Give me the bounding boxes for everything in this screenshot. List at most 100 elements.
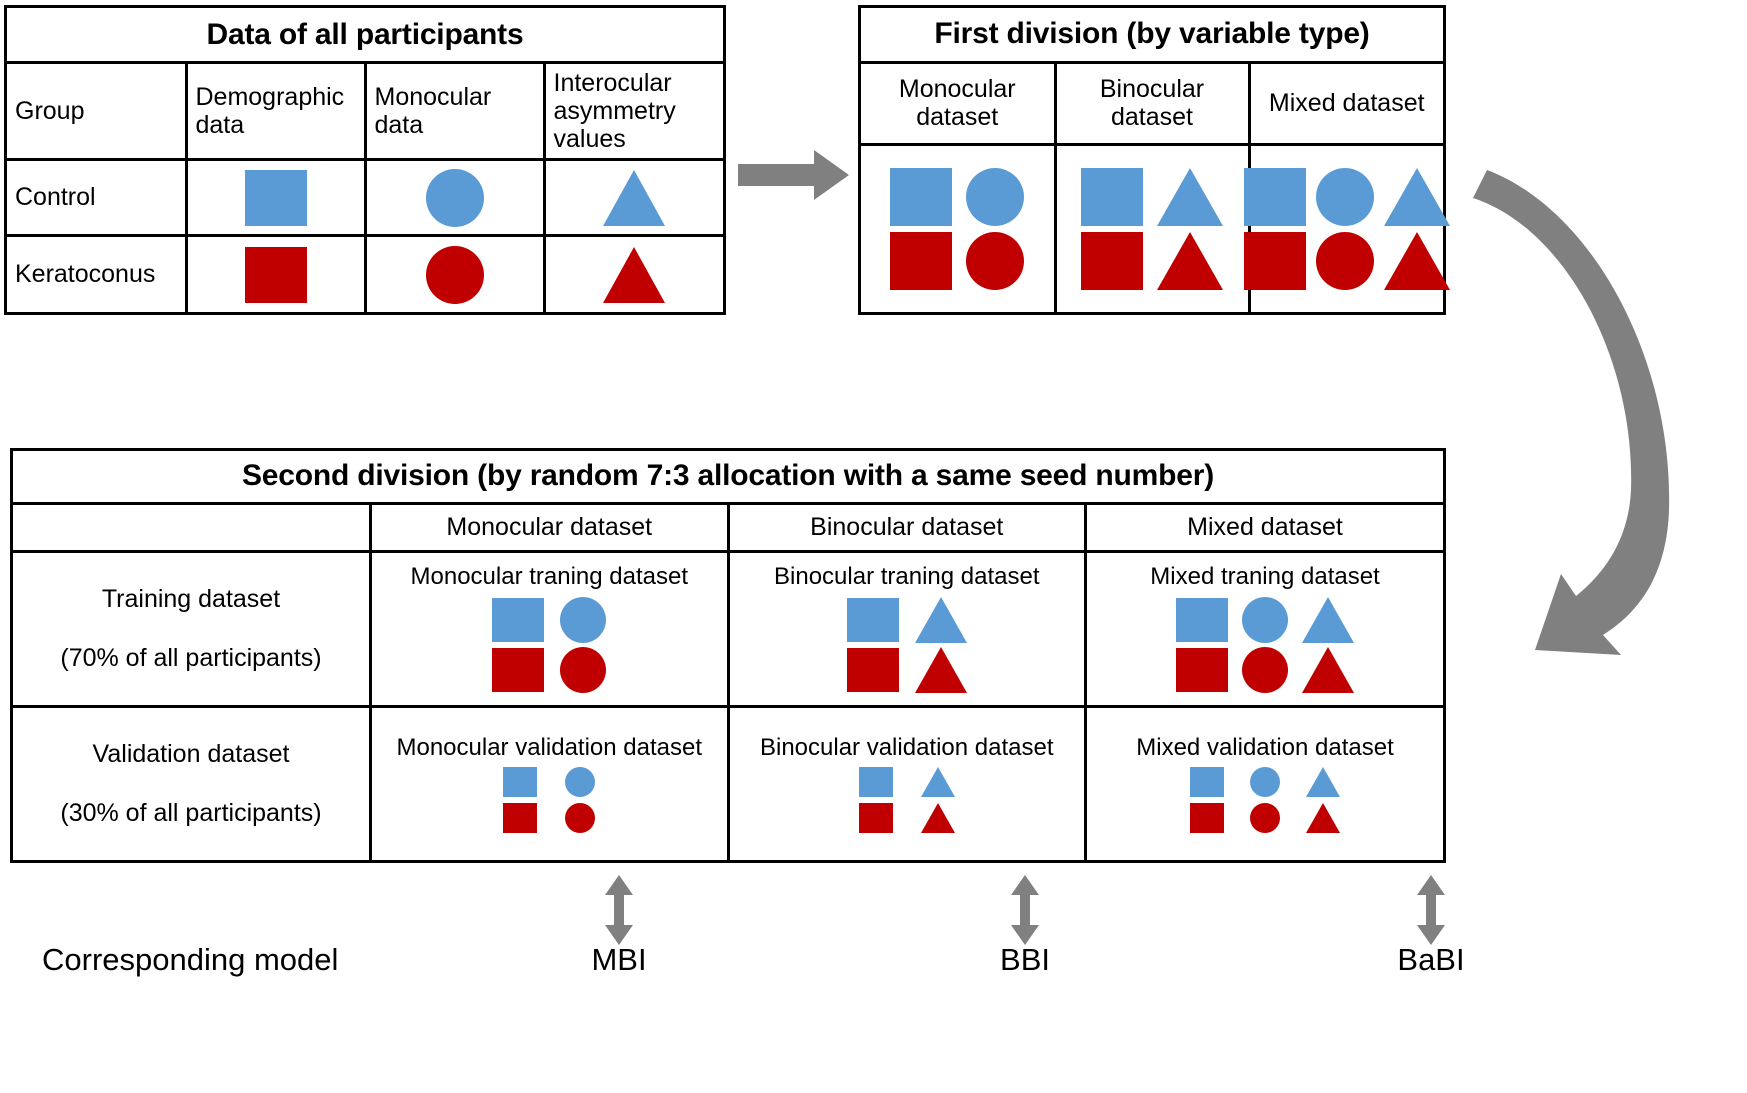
circle-icon-red [560, 646, 607, 693]
circle-icon-blue [425, 168, 484, 227]
all-participants-table: Data of all participants Group Demograph… [7, 8, 723, 312]
model-label-bbi: BBI [1000, 942, 1050, 977]
cell-keratoconus-demographic [184, 234, 367, 312]
row-label-training: Training dataset (70% of all participant… [13, 549, 372, 708]
square-icon-red [492, 647, 545, 692]
square-icon-blue [1190, 767, 1224, 798]
table-row-title: First division (by variable type) [861, 8, 1443, 64]
shape-stack [1243, 167, 1450, 290]
second-division-title: Second division (by random 7:3 allocatio… [13, 451, 1443, 505]
shape-row-red [846, 646, 967, 693]
cell-keratoconus-monocular [363, 234, 546, 312]
column-header-demographic-data: Demographic data [184, 61, 367, 162]
triangle-icon-red [1302, 646, 1354, 693]
circle-icon-red [425, 245, 484, 304]
row-label-keratoconus: Keratoconus [7, 234, 188, 312]
triangle-icon-blue [1302, 596, 1354, 643]
table-row-keratoconus: Keratoconus [7, 234, 723, 312]
square-icon-red [1190, 803, 1224, 834]
cell-monocular-shapes [861, 142, 1057, 312]
square-icon-blue [492, 597, 545, 642]
shape-row-blue [890, 167, 1025, 226]
table-row-column-headers: Monocular dataset Binocular dataset Mixe… [13, 501, 1443, 553]
panel-second-division: Second division (by random 7:3 allocatio… [10, 448, 1446, 863]
column-header-monocular-data: Monocular data [363, 61, 546, 162]
shape-stack [376, 767, 723, 834]
shape-row-blue [846, 596, 967, 643]
arrow-first-division-icon [738, 150, 849, 200]
table-row-shapes [861, 142, 1450, 312]
circle-icon-blue [1242, 596, 1288, 643]
column-header-binocular-dataset: Binocular dataset [1053, 60, 1251, 146]
square-icon-blue [1243, 167, 1306, 226]
square-icon-blue [1176, 597, 1228, 642]
shape-row-red [1176, 646, 1354, 693]
circle-icon-red [1242, 646, 1288, 693]
shape-stack [734, 767, 1081, 834]
shape-row-blue [858, 767, 955, 798]
shape-group [554, 246, 716, 303]
shape-row-red [1243, 231, 1450, 290]
table-row-header: Monocular dataset Binocular dataset Mixe… [861, 60, 1443, 146]
shape-stack [734, 596, 1081, 693]
circle-icon-blue [565, 767, 596, 798]
square-icon-blue [846, 597, 899, 642]
shape-row-red [492, 646, 607, 693]
cell-validation-binocular: Binocular validation dataset [726, 704, 1087, 861]
row-label-validation: Validation dataset (30% of all participa… [13, 704, 372, 861]
row-label-control: Control [7, 158, 188, 238]
table-row-header: Group Demographic data Monocular data In… [7, 61, 723, 162]
shape-group [375, 168, 535, 227]
cell-mixed-shapes [1243, 142, 1450, 312]
cell-caption: Binocular validation dataset [759, 734, 1054, 762]
cell-control-demographic [184, 158, 367, 238]
triangle-icon-red [914, 646, 967, 693]
validation-label-line1: Validation dataset [92, 740, 290, 769]
cell-validation-monocular: Monocular validation dataset [369, 704, 730, 861]
cell-training-mixed: Mixed traning dataset [1084, 549, 1443, 708]
column-header-binocular-dataset: Binocular dataset [726, 501, 1087, 553]
circle-icon-red [565, 803, 596, 834]
circle-icon-blue [966, 167, 1025, 226]
square-icon-blue [244, 169, 307, 226]
cell-keratoconus-interocular [542, 234, 723, 312]
page-title: Data of all participants [7, 8, 723, 65]
shape-row-blue [1081, 167, 1223, 226]
shape-row-blue [1190, 767, 1340, 798]
arrow-model-babi-icon [1417, 875, 1445, 945]
square-icon-red [1243, 231, 1306, 290]
arrow-model-bbi-icon [1011, 875, 1039, 945]
triangle-icon-blue [603, 169, 666, 226]
triangle-icon-blue [1157, 167, 1223, 226]
shape-row-blue [1176, 596, 1354, 643]
panel-data-of-all-participants: Data of all participants Group Demograph… [4, 5, 726, 315]
table-row-validation: Validation dataset (30% of all participa… [13, 704, 1443, 861]
circle-icon-blue [560, 596, 607, 643]
shape-stack [376, 596, 723, 693]
circle-icon-red [966, 231, 1025, 290]
shape-row-blue [1243, 167, 1450, 226]
square-icon-red [890, 231, 953, 290]
triangle-icon-red [1157, 231, 1223, 290]
cell-training-binocular: Binocular traning dataset [726, 549, 1087, 708]
triangle-icon-red [1383, 231, 1450, 290]
circle-icon-blue [1315, 167, 1374, 226]
cell-caption: Mixed traning dataset [1150, 563, 1380, 591]
square-icon-red [1081, 231, 1143, 290]
shape-row-red [890, 231, 1025, 290]
square-icon-blue [890, 167, 953, 226]
shape-row-blue [492, 596, 607, 643]
square-icon-red [244, 246, 307, 303]
table-row-control: Control [7, 158, 723, 238]
cell-control-interocular [542, 158, 723, 238]
cell-caption: Monocular traning dataset [410, 563, 689, 591]
column-header-monocular-dataset: Monocular dataset [861, 60, 1057, 146]
triangle-icon-red [920, 803, 955, 834]
cell-binocular-shapes [1053, 142, 1251, 312]
column-header-monocular-dataset: Monocular dataset [369, 501, 730, 553]
shape-group [554, 169, 716, 226]
circle-icon-red [1315, 231, 1374, 290]
training-label-line2: (70% of all participants) [60, 643, 322, 672]
triangle-icon-red [603, 246, 666, 303]
corner-cell [13, 501, 372, 553]
